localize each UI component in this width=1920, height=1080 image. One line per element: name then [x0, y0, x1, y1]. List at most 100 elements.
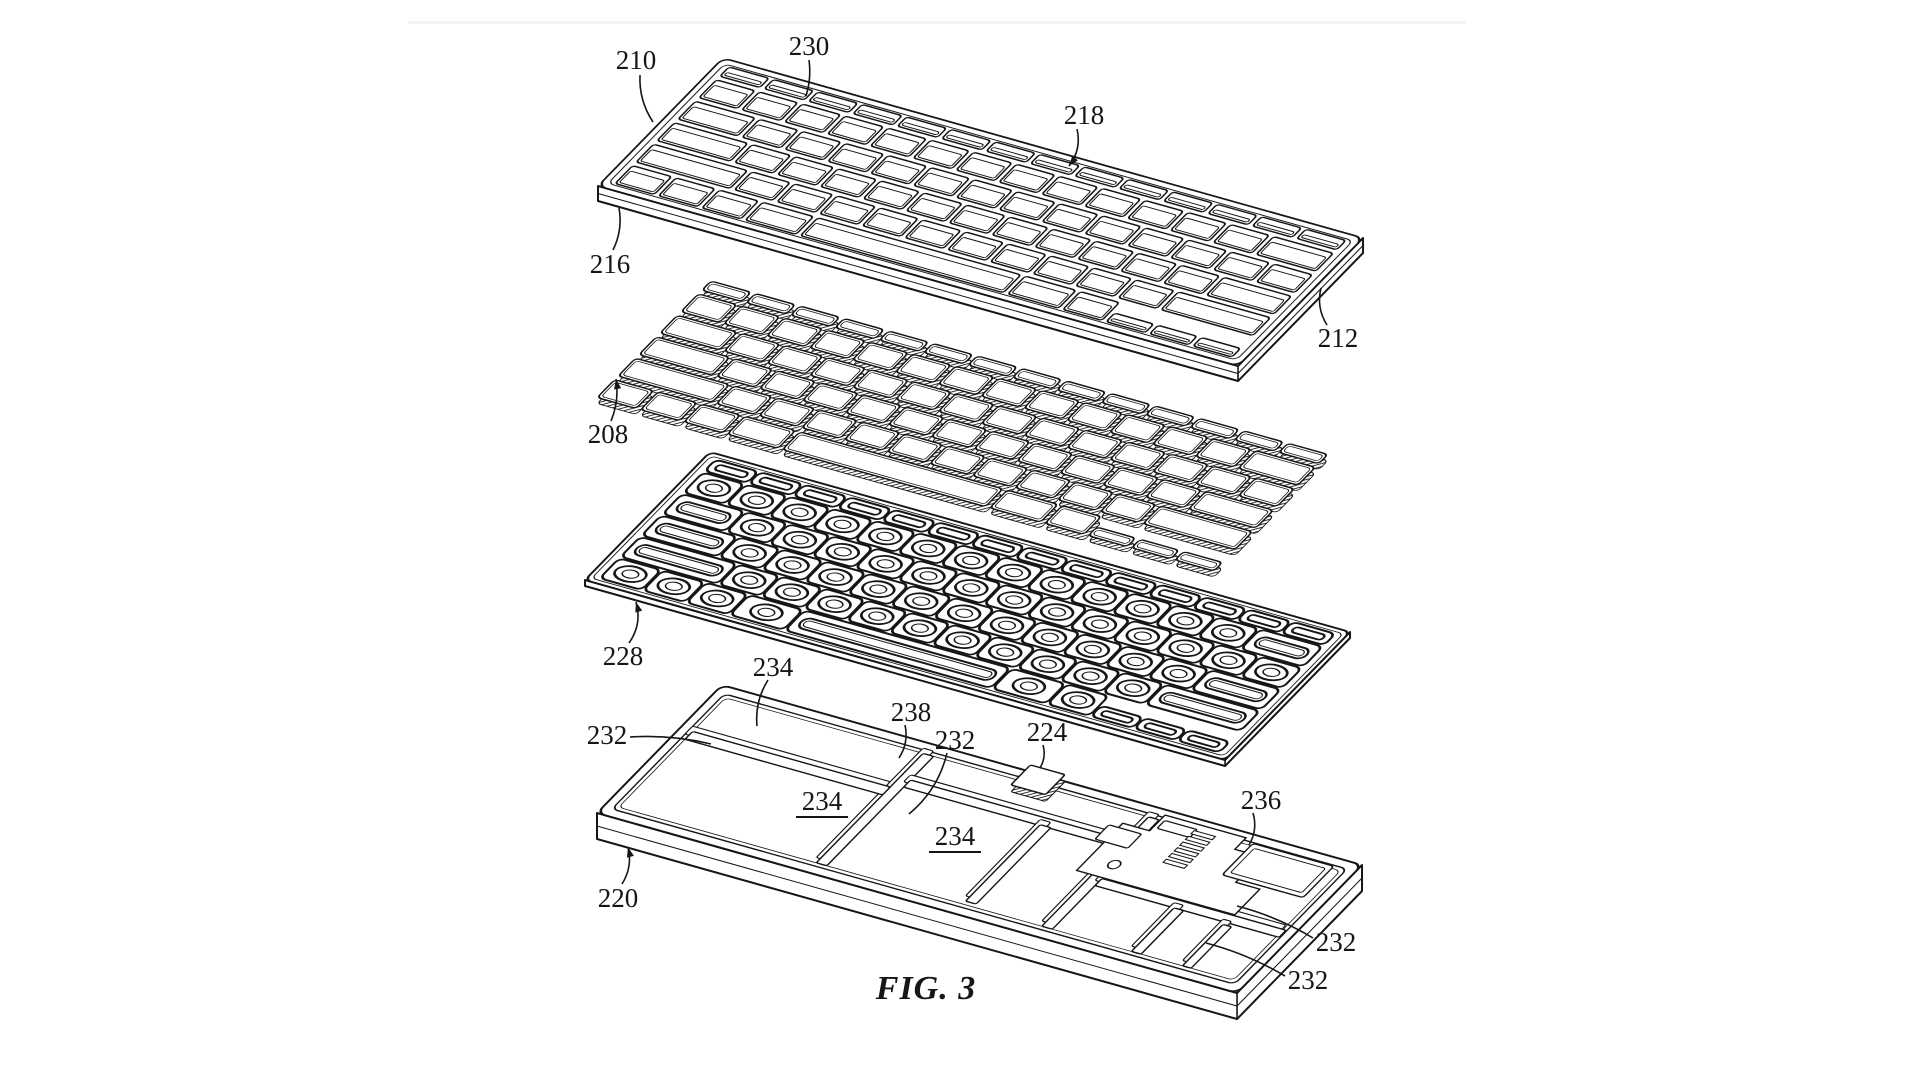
membrane-dome-ring: [1125, 599, 1160, 618]
membrane-cell: [942, 572, 1001, 604]
membrane-slot: [798, 617, 998, 681]
key-aperture: [1008, 276, 1076, 309]
ref-number: 228: [603, 641, 644, 671]
key-aperture: [734, 171, 790, 201]
key-aperture-depth: [738, 177, 783, 199]
key-aperture: [1035, 229, 1091, 258]
keycap-top: [1190, 418, 1239, 439]
ref-number: 212: [1318, 323, 1359, 353]
membrane-slot: [654, 522, 725, 550]
key-aperture-depth: [789, 109, 834, 131]
membrane-cell: [684, 472, 743, 504]
key-aperture-depth: [960, 157, 1005, 179]
membrane-dome-center: [708, 593, 727, 604]
keycap-top: [1067, 429, 1123, 459]
key-aperture-depth: [866, 213, 911, 235]
key-aperture-depth: [960, 184, 1006, 206]
key-aperture-depth: [1046, 181, 1091, 203]
figure-caption: FIG. 3: [875, 970, 977, 1007]
key-aperture-depth: [813, 97, 851, 111]
bottom-case-tray: [599, 685, 1360, 993]
keycap-top: [1279, 443, 1328, 464]
membrane-cell: [1061, 660, 1120, 692]
key-aperture: [905, 219, 961, 249]
leader-line: [898, 724, 907, 759]
membrane-cell: [1193, 597, 1246, 620]
key-aperture-depth: [1132, 205, 1177, 227]
keycap-top-inner-line: [892, 436, 938, 460]
key-aperture-depth: [739, 149, 784, 171]
membrane-cell: [838, 497, 891, 521]
ref-label-216: 216: [590, 207, 630, 279]
membrane-cell: [601, 558, 660, 590]
membrane-dome-center: [1038, 659, 1057, 669]
key-aperture-depth: [804, 223, 1014, 291]
keycap-top: [767, 318, 822, 347]
layer-keycaps: [598, 281, 1328, 577]
ref-label-232a: 232: [587, 720, 712, 750]
leader-line: [1248, 812, 1256, 846]
key-aperture: [1118, 279, 1174, 309]
key-aperture-depth: [1125, 258, 1170, 280]
ref-number: 234: [935, 821, 976, 851]
membrane-dome-center: [1069, 695, 1088, 705]
key-aperture-depth: [706, 195, 752, 217]
keycap-top-inner-line: [1020, 472, 1066, 496]
membrane-dome-center: [833, 547, 852, 557]
ref-label-212: 212: [1318, 287, 1359, 353]
keycap-top: [896, 354, 951, 383]
membrane-slot: [633, 544, 724, 577]
key-aperture-depth: [1132, 233, 1177, 255]
key-aperture: [735, 144, 791, 174]
keycap-top: [1024, 390, 1079, 419]
membrane-dome-ring: [1115, 679, 1151, 697]
membrane-dome-ring: [996, 591, 1032, 609]
ref-label-228: 228: [603, 601, 644, 671]
membrane-dome-center: [919, 543, 938, 554]
membrane-cell: [622, 537, 736, 584]
keycap-top: [1060, 455, 1115, 484]
keycap-top: [724, 306, 779, 335]
key-aperture: [956, 179, 1012, 209]
membrane-cell: [1156, 605, 1215, 637]
membrane-dome-center: [919, 571, 938, 581]
membrane-dome-ring: [946, 604, 982, 623]
membrane-slot-inner: [659, 525, 720, 547]
membrane-dome-center: [910, 623, 929, 633]
membrane-cell: [1192, 670, 1280, 710]
ref-number: 224: [1027, 717, 1068, 747]
keycap-top-inner-line: [732, 419, 791, 446]
membrane-dome-center: [912, 596, 931, 606]
membrane-dome-ring: [1161, 664, 1196, 683]
membrane-slot: [1113, 576, 1149, 591]
keycap-top-inner-line: [1093, 529, 1131, 544]
membrane-cell: [813, 508, 872, 540]
key-aperture-depth: [1039, 234, 1084, 256]
key-aperture-depth: [749, 207, 807, 232]
key-aperture-depth: [1168, 197, 1206, 210]
key-aperture-depth: [1123, 184, 1162, 198]
key-aperture: [699, 79, 755, 109]
keycap-top-inner-line: [764, 400, 810, 424]
key-aperture: [949, 204, 1005, 234]
membrane-cell: [762, 576, 821, 608]
key-aperture: [1085, 188, 1141, 218]
leader-line: [908, 752, 948, 815]
keycap-top: [889, 407, 944, 436]
membrane-cell: [1156, 632, 1215, 664]
key-aperture-depth: [1089, 221, 1134, 242]
keycap-top-inner-line: [1239, 433, 1279, 449]
membrane-dome-center: [1040, 632, 1059, 642]
key-aperture-depth: [994, 249, 1039, 271]
keycap-top-inner-line: [787, 434, 998, 504]
pcb-small-pad: [1094, 824, 1142, 849]
keycap-top: [717, 386, 772, 415]
divider-rib-base: [1131, 907, 1184, 955]
membrane-dome-ring: [910, 539, 946, 558]
key-aperture-depth: [1080, 273, 1125, 295]
keycap-top-inner-line: [840, 321, 879, 337]
keycap-top-inner-line: [1200, 441, 1247, 465]
membrane-dome-ring: [987, 643, 1023, 661]
keycap-top: [835, 318, 884, 339]
membrane-dome-center: [1169, 668, 1188, 679]
